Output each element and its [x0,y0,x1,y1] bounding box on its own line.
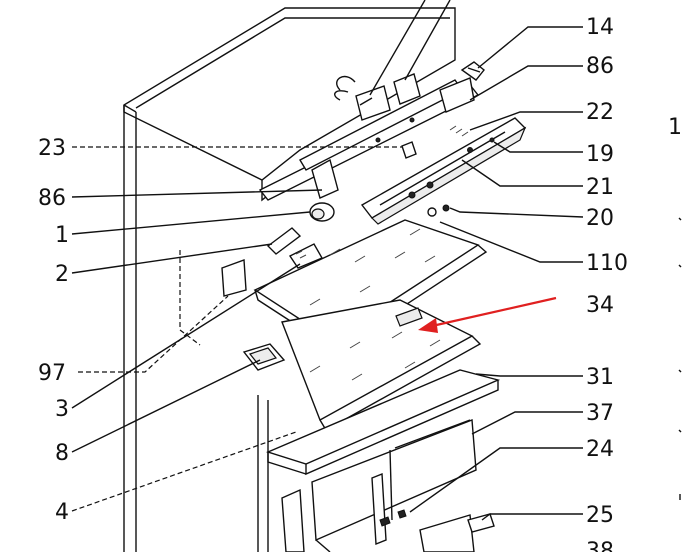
callout-25: 25 [586,503,614,528]
fridge-cabinet [123,7,456,552]
part-8-cover [242,343,286,371]
callout-24: 24 [586,437,614,462]
callout-23: 23 [38,136,66,161]
callout-3: 3 [55,397,69,422]
callout-1: 1 [55,223,69,248]
callout-38: 38 [586,539,614,552]
callout-8: 8 [55,441,69,466]
callout-86-left: 86 [38,186,66,211]
part-97-label [221,259,247,297]
callout-37: 37 [586,401,614,426]
callout-14: 14 [586,15,614,40]
callout-22: 22 [586,100,614,125]
callout-86-top: 86 [586,54,614,79]
part-23-screw [401,141,417,159]
callout-34: 34 [586,293,614,318]
callout-110: 110 [586,251,628,276]
highlight-arrow [418,296,557,333]
callout-2: 2 [55,262,69,287]
shelf-frame-31 [265,369,501,476]
crisper-drawer [281,419,495,552]
callout-19: 19 [586,142,614,167]
callout-20: 20 [586,206,614,231]
part-14-clip [460,61,485,81]
callout-31: 31 [586,365,614,390]
callout-21: 21 [586,175,614,200]
callout-4: 4 [55,500,69,525]
leader-lines [71,0,584,521]
callout-labels: 14 86 22 23 19 86 21 1 20 2 110 34 97 31… [38,15,682,552]
callout-97: 97 [38,361,66,386]
edge-label-1: 1 [668,115,682,140]
thermostat-assembly [334,73,421,121]
lamp-cover-assembly [360,117,527,225]
edge-marks [678,217,682,500]
